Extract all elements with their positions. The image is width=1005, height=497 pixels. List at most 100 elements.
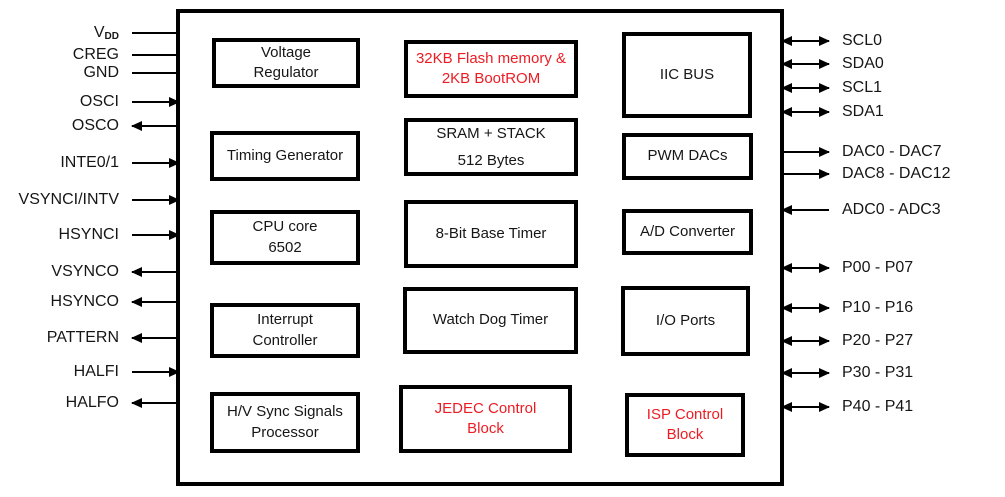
pin-arrow-bidirectional — [782, 372, 829, 374]
block-sram-stack: SRAM + STACK 512 Bytes — [404, 118, 578, 176]
pin-label: SCL0 — [842, 32, 883, 49]
pin-right-p40-p41: P40 - P41 — [782, 397, 913, 417]
pin-label: SDA1 — [842, 103, 884, 120]
pin-label: P30 - P31 — [842, 364, 914, 381]
pin-right-p30-p31: P30 - P31 — [782, 363, 913, 383]
pin-label: VDD — [94, 24, 119, 42]
block-iic-bus: IIC BUS — [622, 32, 752, 118]
pin-arrow-bidirectional — [782, 63, 829, 65]
block-label: H/V Sync Signals Processor — [227, 403, 343, 441]
pin-label: VSYNCI/INTV — [18, 191, 119, 208]
pin-label-main: V — [93, 24, 105, 41]
block-label: JEDEC Control Block — [434, 399, 537, 437]
block-label: ISP Control Block — [646, 405, 724, 443]
pin-line — [132, 32, 179, 34]
pin-label: CREG — [72, 46, 119, 63]
pin-label: SDA0 — [842, 55, 884, 72]
pin-arrow-bidirectional — [782, 87, 829, 89]
block-label: PWM DACs — [647, 147, 728, 165]
block-label: 8-Bit Base Timer — [435, 224, 547, 242]
pin-label: OSCI — [79, 93, 119, 110]
pin-label: HSYNCO — [50, 293, 119, 310]
block-label: Watch Dog Timer — [432, 311, 549, 329]
block-jedec-control: JEDEC Control Block — [399, 385, 572, 453]
block-ad-converter: A/D Converter — [622, 209, 753, 255]
block-flash-bootrom: 32KB Flash memory & 2KB BootROM — [404, 40, 578, 98]
pin-label: P10 - P16 — [842, 299, 914, 316]
pin-right-p20-p27: P20 - P27 — [782, 331, 913, 351]
pin-label: DAC0 - DAC7 — [842, 143, 942, 160]
pin-right-dac8-dac12: DAC8 - DAC12 — [782, 164, 950, 184]
pin-right-adc0-adc3: ADC0 - ADC3 — [782, 200, 941, 220]
pin-right-sda0: SDA0 — [782, 54, 884, 74]
pin-arrow-in — [132, 199, 179, 201]
pin-left-halfi: HALFI — [0, 362, 179, 382]
pin-label: P00 - P07 — [842, 259, 914, 276]
pin-arrow-out — [782, 173, 829, 175]
pin-label: OSCO — [71, 117, 119, 134]
pin-right-p10-p16: P10 - P16 — [782, 298, 913, 318]
block-watch-dog-timer: Watch Dog Timer — [403, 287, 578, 354]
pin-label: INTE0/1 — [60, 154, 119, 171]
block-label: A/D Converter — [639, 222, 736, 240]
pin-label: P40 - P41 — [842, 398, 914, 415]
block-label: CPU core 6502 — [252, 218, 318, 256]
pin-left-vsynci-intv: VSYNCI/INTV — [0, 190, 179, 210]
pin-arrow-bidirectional — [782, 340, 829, 342]
pin-left-creg: CREG — [0, 45, 179, 65]
pin-arrow-in — [132, 101, 179, 103]
block-timing-generator: Timing Generator — [210, 131, 360, 181]
pin-left-osco: OSCO — [0, 116, 179, 136]
pin-left-pattern: PATTERN — [0, 328, 179, 348]
pin-label: DAC8 - DAC12 — [842, 165, 951, 182]
pin-left-vdd: VDD — [0, 23, 179, 43]
pin-arrow-out — [132, 125, 179, 127]
pin-left-vsynco: VSYNCO — [0, 262, 179, 282]
block-pwm-dacs: PWM DACs — [622, 133, 753, 180]
pin-arrow-out — [132, 337, 179, 339]
pin-label: GND — [83, 64, 119, 81]
pin-arrow-bidirectional — [782, 111, 829, 113]
pin-label: ADC0 - ADC3 — [842, 201, 941, 218]
pin-arrow-in — [782, 209, 829, 211]
pin-line — [132, 72, 179, 74]
pin-arrow-bidirectional — [782, 307, 829, 309]
pin-arrow-out — [132, 402, 179, 404]
pin-arrow-bidirectional — [782, 40, 829, 42]
pin-left-inte01: INTE0/1 — [0, 153, 179, 173]
block-interrupt-controller: Interrupt Controller — [210, 303, 360, 358]
pin-label: HALFI — [73, 363, 119, 380]
pin-arrow-bidirectional — [782, 267, 829, 269]
pin-label: HSYNCI — [58, 226, 119, 243]
pin-left-hsynco: HSYNCO — [0, 292, 179, 312]
pin-label: P20 - P27 — [842, 332, 914, 349]
pin-label: PATTERN — [46, 329, 119, 346]
block-cpu-core: CPU core 6502 — [210, 210, 360, 265]
pin-right-p00-p07: P00 - P07 — [782, 258, 913, 278]
block-label: Timing Generator — [226, 146, 344, 164]
pin-right-scl1: SCL1 — [782, 78, 882, 98]
block-label: 32KB Flash memory & 2KB BootROM — [415, 49, 567, 87]
pin-left-gnd: GND — [0, 63, 179, 83]
pin-line — [132, 54, 179, 56]
pin-arrow-in — [132, 234, 179, 236]
pin-arrow-in — [132, 162, 179, 164]
pin-arrow-out — [782, 151, 829, 153]
pin-left-halfo: HALFO — [0, 393, 179, 413]
pin-arrow-out — [132, 271, 179, 273]
pin-right-sda1: SDA1 — [782, 102, 884, 122]
pin-right-dac0-dac7: DAC0 - DAC7 — [782, 142, 942, 162]
block-label: Interrupt Controller — [252, 311, 318, 349]
block-label: SRAM + STACK 512 Bytes — [436, 125, 546, 169]
block-label: I/O Ports — [655, 311, 716, 329]
pin-label-subscript: DD — [104, 31, 119, 42]
block-voltage-regulator: Voltage Regulator — [212, 38, 360, 88]
block-isp-control: ISP Control Block — [625, 393, 745, 457]
pin-label: SCL1 — [842, 79, 883, 96]
pin-left-osci: OSCI — [0, 92, 179, 112]
pin-left-hsynci: HSYNCI — [0, 225, 179, 245]
block-8bit-base-timer: 8-Bit Base Timer — [404, 200, 578, 268]
block-label: IIC BUS — [659, 65, 715, 83]
block-io-ports: I/O Ports — [621, 286, 750, 356]
